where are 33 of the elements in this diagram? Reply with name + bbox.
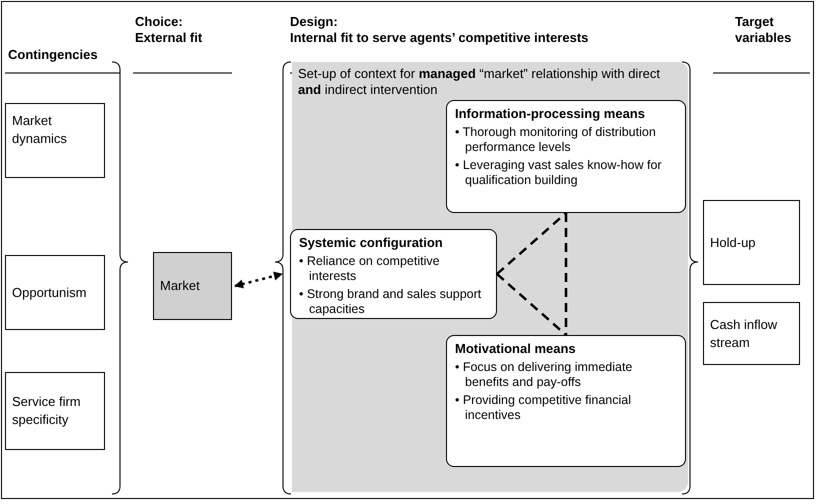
- column-heading: Contingencies: [8, 47, 99, 64]
- connector-arrow: [234, 272, 283, 288]
- means-card: [446, 335, 686, 467]
- column-heading: Choice:: [135, 14, 184, 30]
- factor-box: [703, 200, 800, 285]
- factor-box: [153, 252, 232, 320]
- card-heading: Motivational means: [455, 341, 577, 357]
- factor-box: [703, 302, 800, 365]
- column-heading: External fit: [135, 30, 204, 46]
- factor-box: [5, 255, 105, 330]
- means-card: [290, 229, 497, 319]
- card-heading: Information-processing means: [455, 106, 646, 122]
- means-card: [446, 100, 686, 213]
- box-label: Cash inflow stream: [710, 316, 778, 352]
- bullet-item: • Providing competitive financial incentives: [455, 392, 632, 423]
- box-label: Hold-up: [710, 234, 756, 252]
- card-heading: Systemic configuration: [299, 235, 444, 251]
- box-label: Service firm specificity: [12, 393, 82, 429]
- box-label: Market: [160, 277, 200, 295]
- factor-box: [5, 103, 105, 178]
- bullet-item: • Strong brand and sales support capacities: [299, 286, 482, 317]
- factor-box: [5, 372, 105, 450]
- box-label: Opportunism: [12, 284, 86, 302]
- context-panel: [292, 62, 688, 492]
- column-heading: Internal fit to serve agents’ competitive interests: [290, 30, 590, 46]
- column-heading: Design:: [290, 14, 339, 30]
- bullet-item: • Reliance on competitive interests: [299, 254, 441, 284]
- bullet-item: • Focus on delivering immediate benefits and pay-offs: [455, 360, 634, 390]
- bullet-item: • Thorough monitoring of distribution performance levels: [455, 124, 657, 155]
- bullet-item: • Leveraging vast sales know-how for qualification building: [455, 158, 663, 188]
- box-label: Market dynamics: [12, 113, 67, 146]
- column-heading: Target variables: [735, 14, 792, 46]
- context-description: Set-up of context for managed “market” relationship with direct and indirect intervention: [298, 66, 661, 98]
